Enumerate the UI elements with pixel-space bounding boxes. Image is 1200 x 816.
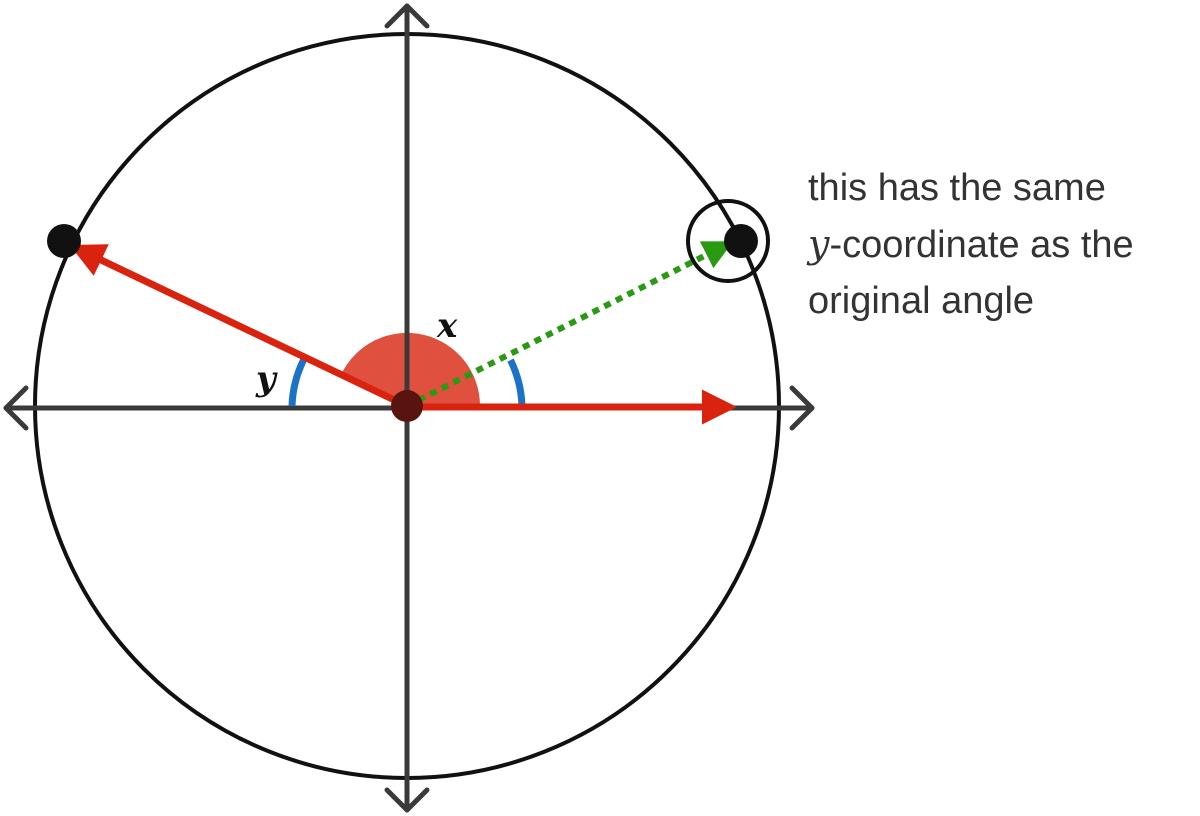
axis-left-arrowhead-icon: [3, 385, 29, 431]
annotation-text: this has the same y-coordinate as the or…: [808, 160, 1200, 329]
annotation-line-1: this has the same: [808, 167, 1106, 209]
annotation-line-3: original angle: [808, 280, 1035, 322]
axis-top-arrowhead-icon: [384, 3, 430, 29]
angle-y-arc-left: [288, 358, 307, 407]
axis-right-arrowhead-icon: [789, 385, 815, 431]
green-dotted-vector: [405, 241, 734, 409]
angle-x-label: x: [436, 306, 458, 346]
annotation-line-2: y-coordinate as the: [808, 216, 1200, 273]
red-vector-angle: [69, 244, 409, 410]
highlight-ring: [686, 199, 770, 283]
annotation-line-2-rest: -coordinate as the: [829, 224, 1134, 266]
annotation-y-variable: y: [808, 222, 830, 266]
angle-y-label: y: [255, 359, 278, 399]
angle-y-arc-right: [507, 358, 526, 407]
axis-bottom-arrowhead-icon: [384, 787, 430, 813]
point-on-circle-right: [724, 224, 758, 258]
point-on-circle-left: [47, 224, 81, 258]
origin-point: [391, 390, 423, 422]
